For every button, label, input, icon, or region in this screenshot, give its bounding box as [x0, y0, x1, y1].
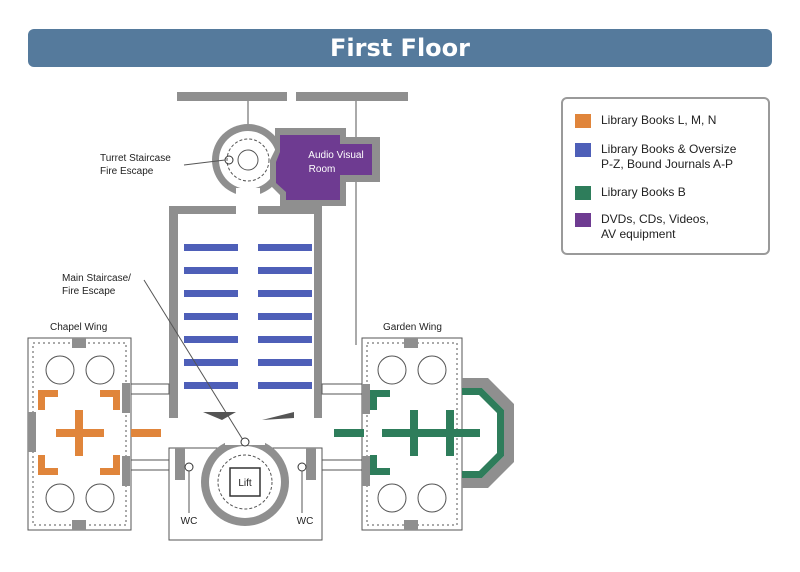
green-cross-v1 — [410, 410, 418, 456]
blue-shelf-group — [184, 244, 312, 389]
blue-shelf-7l — [184, 382, 238, 389]
legend-swatch — [575, 114, 591, 128]
orange-shelf-lr — [100, 468, 120, 475]
legend-label: Library Books L, M, N — [601, 113, 717, 127]
turret-callout-line — [183, 159, 226, 166]
main-stair-path — [217, 454, 273, 510]
north-wall-right — [296, 92, 408, 101]
orange-shelf-corridor — [131, 429, 161, 437]
orange-shelf-ll-v — [38, 455, 45, 475]
garden-pillar-top — [404, 338, 418, 348]
garden-seating — [377, 355, 447, 513]
title-bar: First Floor — [28, 29, 772, 67]
orange-shelf-ll — [38, 468, 58, 475]
chapel-pillar-bottom — [72, 520, 86, 530]
turret-label-2: Fire Escape — [100, 166, 154, 177]
blue-shelf-6r — [258, 359, 312, 366]
turret-stair-path — [226, 138, 270, 182]
green-shelf-ll — [370, 468, 390, 475]
blue-shelf-4r — [258, 313, 312, 320]
turret-floor — [219, 131, 277, 189]
chapel-seating — [45, 355, 115, 513]
av-room-fill — [276, 135, 372, 200]
garden-apse-wall — [462, 378, 514, 488]
orange-shelves — [38, 390, 161, 475]
chapel-wall-left — [28, 412, 36, 452]
blue-shelf-1r — [258, 244, 312, 251]
main-stair-marker — [240, 437, 250, 447]
chapel-wall-upper — [122, 383, 130, 413]
chapel-wing-label: Chapel Wing — [50, 322, 107, 333]
green-cross-h — [382, 429, 480, 437]
garden-wall-lower — [362, 456, 370, 486]
blue-shelf-2l — [184, 267, 238, 274]
wc-left-wall — [175, 448, 185, 480]
turret-core — [237, 149, 259, 171]
blue-shelf-6l — [184, 359, 238, 366]
legend-item-orange: Library Books L, M, N — [575, 113, 761, 128]
green-shelf-ul — [370, 390, 390, 397]
av-room-label-1: Audio Visual — [308, 150, 363, 161]
chapel-link-upper — [130, 383, 170, 395]
nave-entry — [236, 200, 258, 216]
nave-step-right — [262, 412, 294, 420]
main-stair-label-2: Fire Escape — [62, 286, 116, 297]
lift-label: Lift — [238, 478, 252, 489]
orange-cross-h — [56, 429, 104, 437]
green-shelf-ll-v — [370, 455, 377, 475]
av-room-label-2: Room — [309, 164, 336, 175]
orange-shelf-ur-v — [113, 390, 120, 410]
nave-step-left — [203, 412, 236, 420]
blue-shelf-5r — [258, 336, 312, 343]
orange-shelf-ul — [38, 390, 58, 397]
legend-item-purple: DVDs, CDs, Videos, AV equipment — [575, 212, 761, 242]
turret-label-1: Turret Staircase — [100, 153, 171, 164]
legend-label: Library Books & Oversize P-Z, Bound Jour… — [601, 142, 737, 171]
page-title: First Floor — [329, 34, 470, 62]
blue-shelf-4l — [184, 313, 238, 320]
legend: Library Books L, M, N Library Books & Ov… — [561, 97, 770, 255]
main-stair-callout-line — [143, 279, 244, 441]
chapel-link-lower — [130, 459, 170, 471]
blue-shelf-3r — [258, 290, 312, 297]
garden-wall-upper — [362, 384, 370, 414]
chapel-wall-lower — [122, 456, 130, 486]
legend-swatch — [575, 213, 591, 227]
main-stair-label-1: Main Staircase/ — [62, 273, 131, 284]
green-cross-v2 — [446, 410, 454, 456]
garden-link-lower — [321, 459, 363, 471]
blue-shelf-5l — [184, 336, 238, 343]
legend-swatch — [575, 143, 591, 157]
blue-shelf-2r — [258, 267, 312, 274]
green-shelf-corridor — [334, 429, 364, 437]
green-shelves — [334, 388, 504, 478]
wc-left-label: WC — [181, 516, 198, 527]
legend-label: Library Books B — [601, 185, 686, 199]
blue-shelf-1l — [184, 244, 238, 251]
legend-label: DVDs, CDs, Videos, AV equipment — [601, 212, 709, 241]
legend-item-blue: Library Books & Oversize P-Z, Bound Jour… — [575, 142, 761, 172]
lift-box — [229, 467, 261, 497]
legend-swatch — [575, 186, 591, 200]
wc-right-label: WC — [297, 516, 314, 527]
blue-shelf-3l — [184, 290, 238, 297]
blue-shelf-7r — [258, 382, 312, 389]
chapel-pillar-top — [72, 338, 86, 348]
orange-shelf-lr-v — [113, 455, 120, 475]
green-shelf-ul-v — [370, 390, 377, 410]
orange-shelf-ur — [100, 390, 120, 397]
wc-right-wall — [306, 448, 316, 480]
garden-wing-label: Garden Wing — [383, 322, 442, 333]
garden-pillar-bottom — [404, 520, 418, 530]
north-wall-left — [177, 92, 287, 101]
orange-shelf-ul-v — [38, 390, 45, 410]
garden-link-upper — [321, 383, 363, 395]
legend-item-green: Library Books B — [575, 185, 761, 200]
